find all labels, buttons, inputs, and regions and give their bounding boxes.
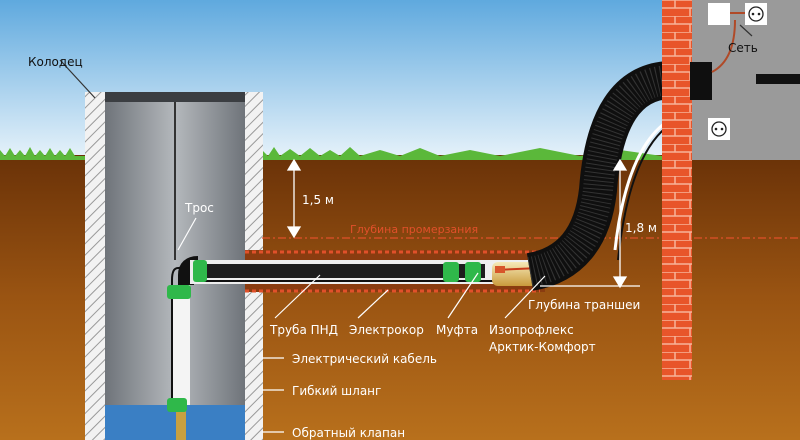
- label-coupling: Муфта: [436, 323, 478, 337]
- label-well: Колодец: [28, 55, 83, 69]
- junction-box: [708, 3, 730, 25]
- leader-lines: [59, 24, 753, 433]
- label-insulation-1: Изопрофлекс: [489, 323, 574, 337]
- label-trench-depth: Глубина траншеи: [528, 298, 640, 312]
- grass-right: [262, 147, 662, 160]
- label-electric-cable: Электрический кабель: [292, 352, 437, 366]
- label-flexible-hose: Гибкий шланг: [292, 384, 381, 398]
- flexible-hose: [172, 285, 190, 405]
- corrugated-pipe: [526, 61, 710, 291]
- depth-arrow: [286, 158, 640, 289]
- socket-icon: [708, 118, 730, 140]
- label-depth-2: 1,8 м: [625, 221, 657, 235]
- grass-left: [0, 147, 85, 160]
- label-depth-1: 1,5 м: [302, 193, 334, 207]
- socket-icon: [745, 3, 767, 25]
- label-pipe-pnd: Труба ПНД: [269, 323, 338, 337]
- electric-cable: [171, 267, 195, 400]
- pnd-pipe: [195, 264, 485, 278]
- label-rope: Трос: [184, 201, 214, 215]
- label-insulation-2: Арктик-Комфорт: [489, 340, 596, 354]
- brick-wall: [662, 0, 692, 380]
- label-mains: Сеть: [728, 41, 758, 55]
- label-check-valve: Обратный клапан: [292, 426, 405, 440]
- label-heating-cable: Электрокор: [349, 323, 424, 337]
- label-freeze-depth: Глубина промерзания: [350, 223, 478, 236]
